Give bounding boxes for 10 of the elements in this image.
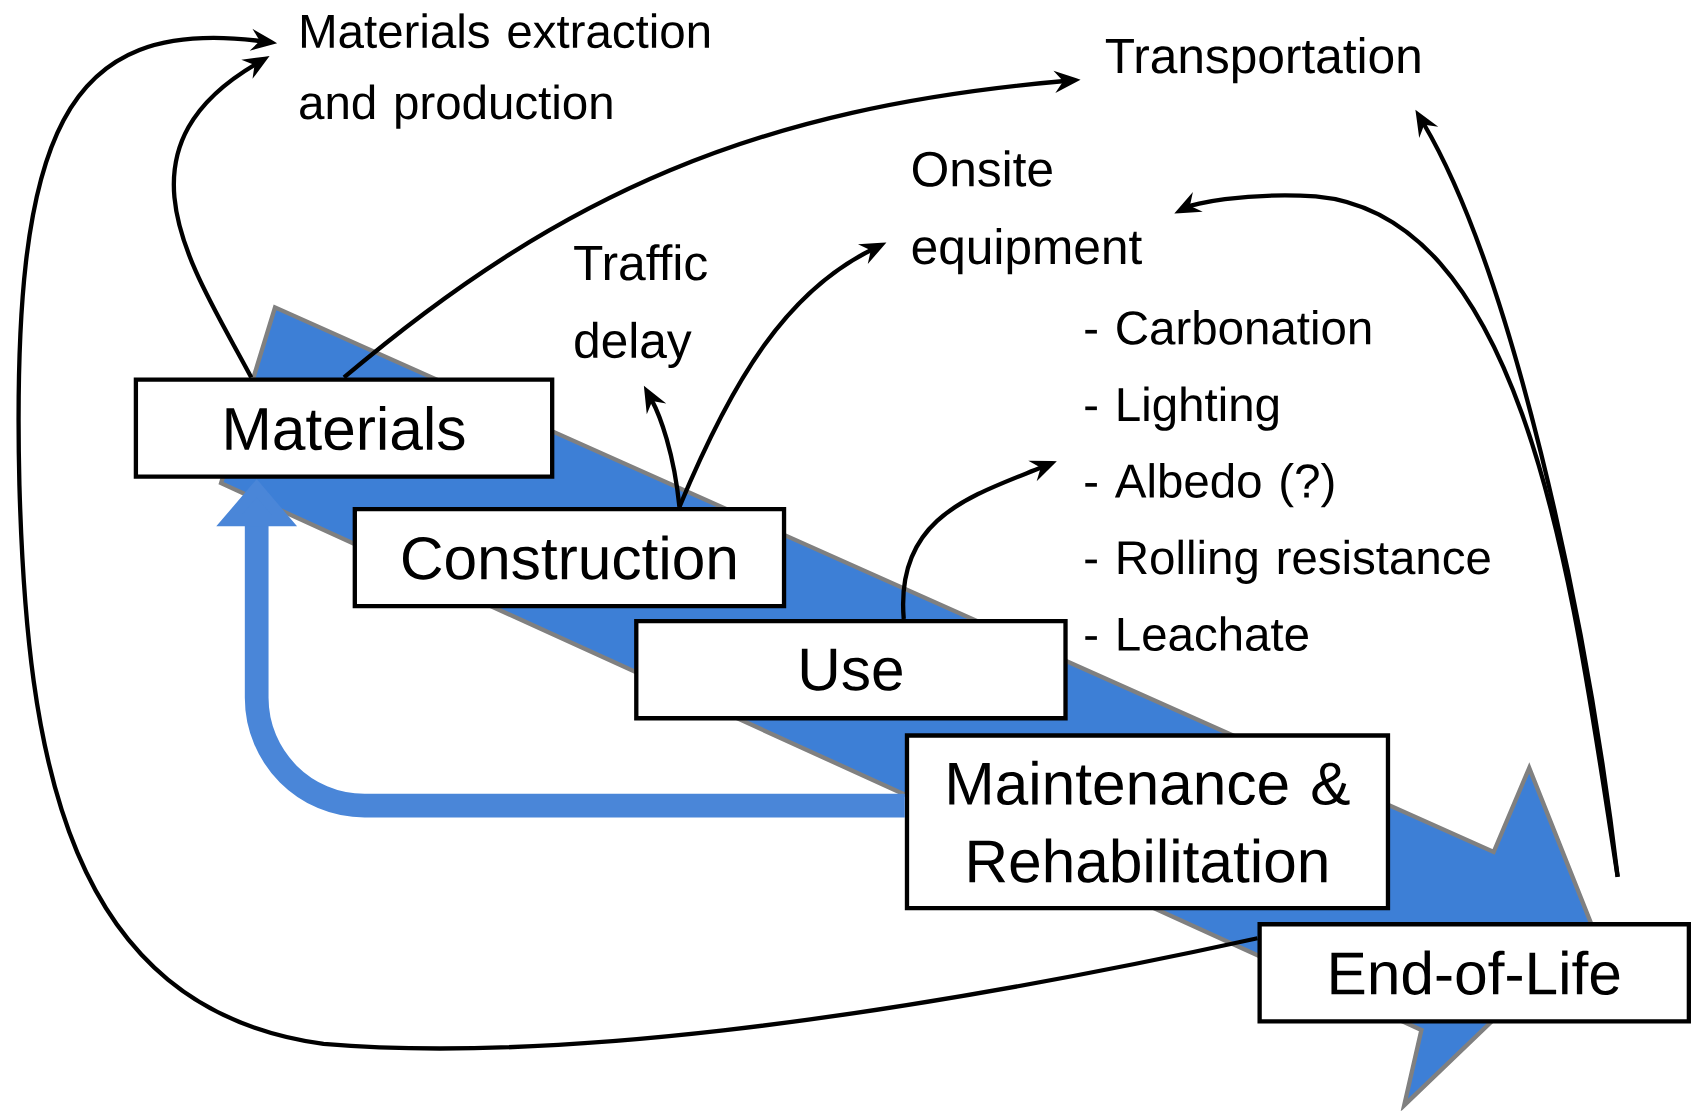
stage-box: Maintenance & Rehabilitation [904,733,1391,911]
effect-label: Transportation [1105,37,1420,84]
stage-box: End-of-Life [1257,922,1691,1024]
effect-label: - Carbonation - Lighting - Albedo (?) - Rolling resistance - Leachate [1085,310,1490,652]
effect-label: Traffic delay [574,244,707,369]
stage-box: Use [634,619,1068,721]
effect-label: Onsite equipment [912,150,1142,275]
stage-box: Construction [352,506,787,609]
stage-box: Materials [133,377,555,479]
effect-label: Materials extraction and production [300,13,709,129]
